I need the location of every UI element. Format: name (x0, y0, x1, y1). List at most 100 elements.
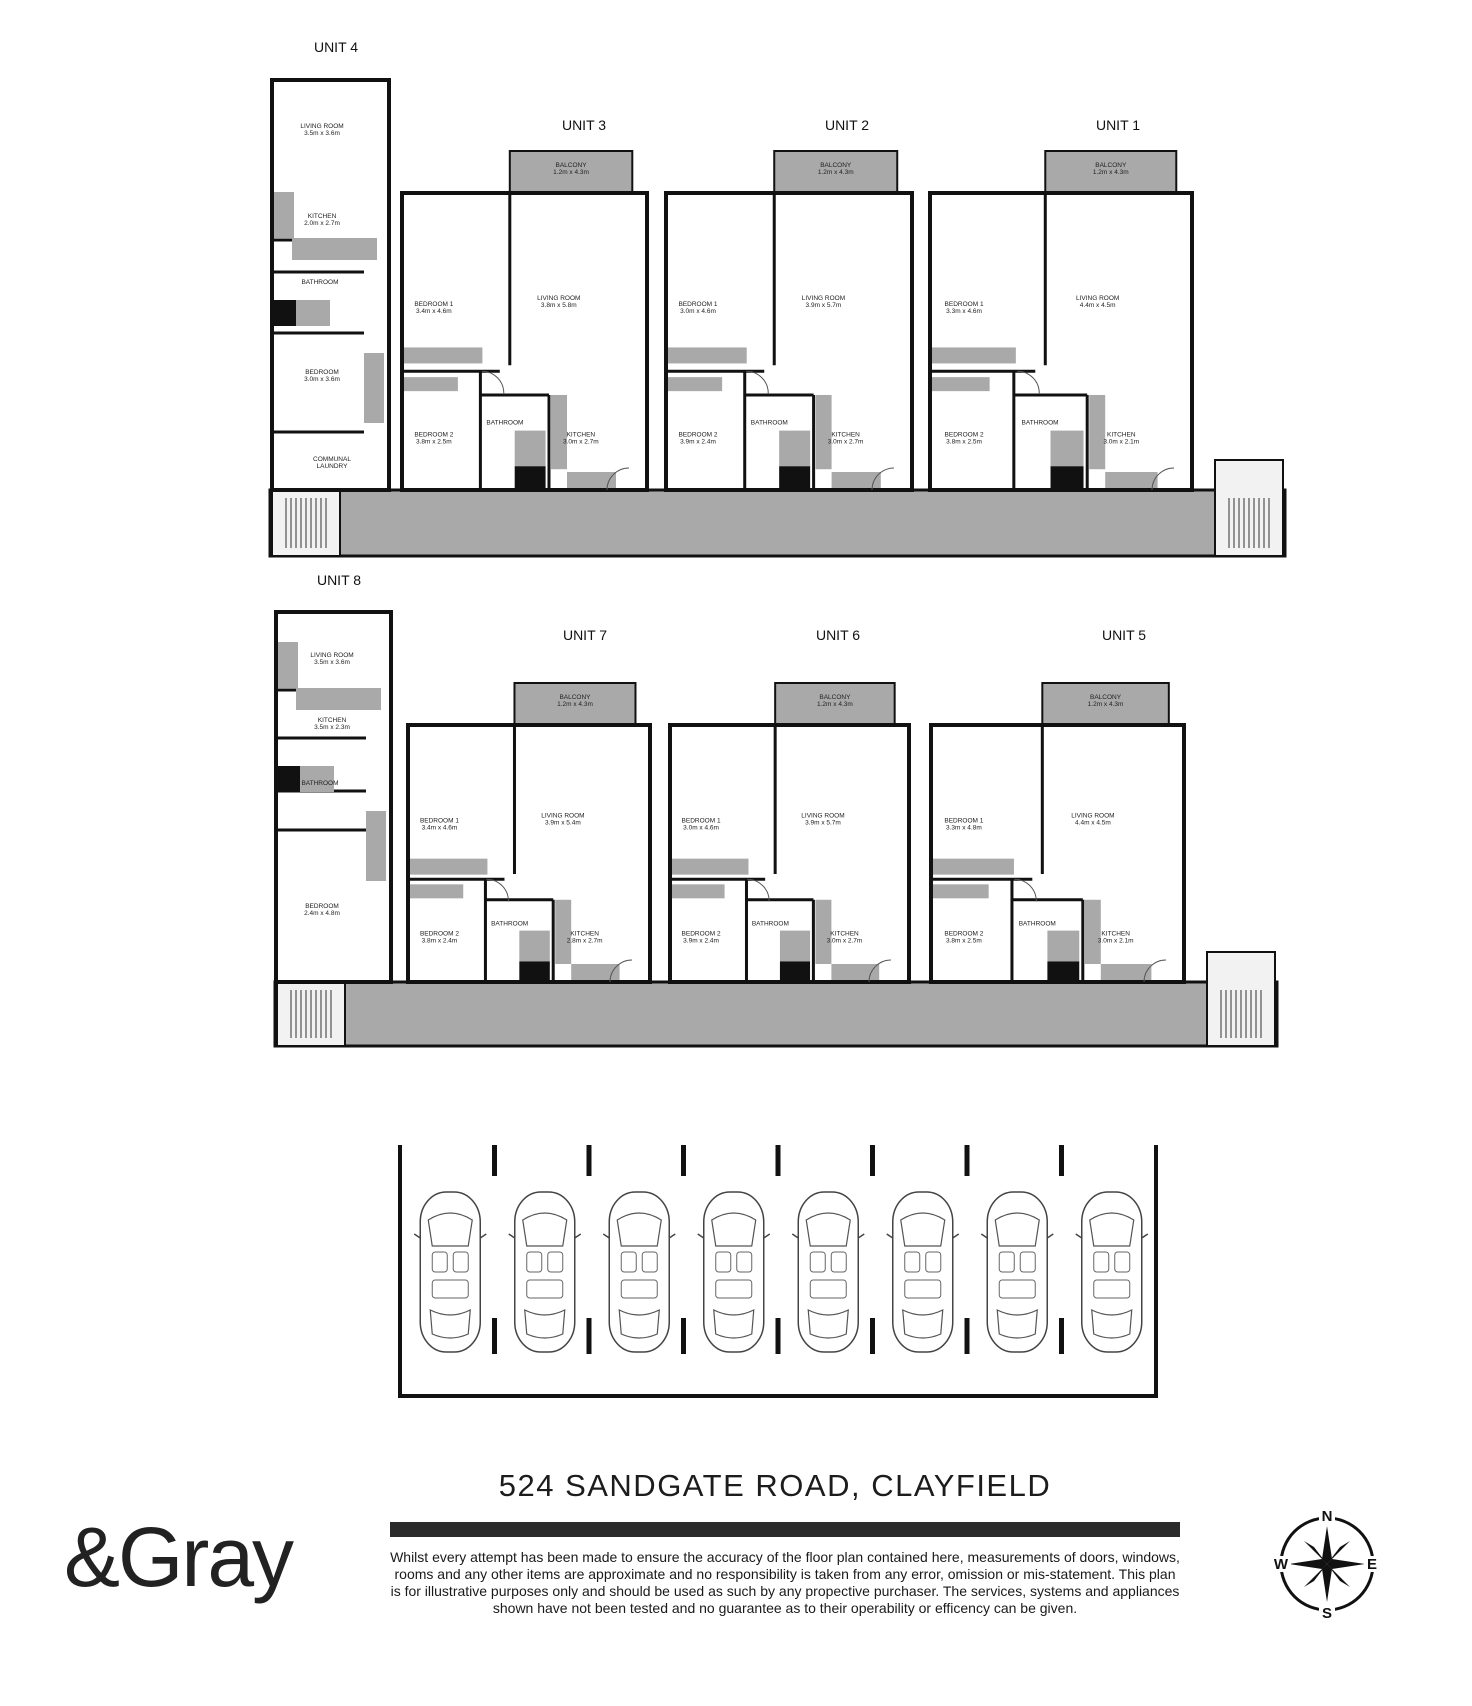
wardrobe (932, 347, 1016, 364)
walkway (273, 980, 1279, 1048)
room-size: 2.4m x 4.8m (304, 910, 340, 917)
car-body (986, 1191, 1048, 1353)
car-body (608, 1191, 670, 1353)
room-size: 3.0m x 2.1m (1098, 938, 1134, 945)
room-size: 3.9m x 2.4m (680, 439, 716, 446)
shower-black (514, 466, 546, 490)
room-label: BALCONY (820, 162, 852, 169)
car-body (797, 1191, 859, 1353)
unit-title: UNIT 8 (317, 572, 361, 588)
kitchen-bench (571, 964, 620, 980)
room-size: 3.0m x 2.1m (1103, 439, 1139, 446)
car-rear-window (902, 1308, 944, 1339)
car-mirror (1075, 1233, 1083, 1239)
car-icon (508, 1191, 582, 1353)
divider-bar (390, 1522, 1180, 1537)
room-size: 3.8m x 2.4m (422, 938, 458, 945)
wardrobe (366, 811, 386, 881)
room-size: 3.4m x 4.6m (416, 308, 452, 315)
kitchen-bench (1100, 964, 1152, 980)
car-seat (998, 1251, 1015, 1273)
car-rear-seat (620, 1279, 658, 1299)
property-address: 524 SANDGATE ROAD, CLAYFIELD (498, 1468, 1052, 1503)
room-size: 3.3m x 4.6m (946, 308, 982, 315)
car-mirror (763, 1233, 771, 1239)
room-label: KITCHEN (567, 432, 596, 439)
car-seat (547, 1251, 564, 1273)
door-swing (868, 959, 892, 983)
room-label: KITCHEN (570, 931, 599, 938)
compass-north: N (1322, 1508, 1333, 1525)
room-label: BALCONY (819, 694, 851, 701)
room-label: LIVING ROOM (1071, 813, 1114, 820)
door-swing (1014, 878, 1037, 902)
wardrobe (932, 377, 990, 392)
car-mirror (952, 1233, 960, 1239)
wardrobe (668, 377, 723, 392)
car-rear-window (524, 1308, 566, 1339)
room-size: 3.3m x 4.8m (946, 825, 982, 832)
kitchen-bench (296, 688, 381, 710)
shower-tray (296, 300, 330, 326)
unit-title: UNIT 2 (825, 117, 869, 133)
room-label: BEDROOM 2 (944, 931, 983, 938)
room-label: BATHROOM (301, 780, 338, 787)
room-label: LIVING ROOM (541, 813, 584, 820)
room-label: BEDROOM 1 (678, 301, 717, 308)
unit-title: UNIT 7 (563, 627, 607, 643)
car-seat (904, 1251, 921, 1273)
car-rear-seat (998, 1279, 1036, 1299)
car-windscreen (805, 1212, 851, 1247)
car-icon (697, 1191, 771, 1353)
room-label: BEDROOM (305, 369, 339, 376)
door-swing (481, 370, 505, 394)
room-size: 1.2m x 4.3m (1093, 169, 1129, 176)
room-size: 3.8m x 2.5m (946, 938, 982, 945)
room-label: KITCHEN (830, 931, 859, 938)
walkway (268, 488, 1287, 558)
car-windscreen (900, 1212, 946, 1247)
kitchen-bench (1105, 472, 1158, 488)
car-icon (413, 1191, 487, 1353)
wardrobe (668, 347, 747, 364)
room-label: BALCONY (559, 694, 591, 701)
room-size: 1.2m x 4.3m (817, 701, 853, 708)
room-size: 2.8m x 2.7m (567, 938, 603, 945)
balcony (508, 150, 634, 194)
wardrobe (404, 347, 483, 364)
door-swing (1151, 467, 1175, 491)
car-body (892, 1191, 954, 1353)
room-size: 3.9m x 5.7m (806, 302, 842, 309)
kitchen-counter (555, 899, 572, 965)
car-body (419, 1191, 481, 1353)
unit-outline (270, 78, 391, 492)
compass-south: S (1322, 1605, 1332, 1621)
door-swing (1017, 370, 1040, 394)
car-rear-window (1091, 1308, 1133, 1339)
shower-tray (519, 930, 550, 962)
car-mirror (479, 1233, 487, 1239)
shower-tray (779, 430, 811, 467)
balcony (774, 682, 896, 726)
room-size: 3.0m x 2.7m (828, 439, 864, 446)
shower-tray (300, 766, 334, 792)
room-size: 3.0m x 3.6m (304, 376, 340, 383)
balcony (773, 150, 899, 194)
kitchen-counter (274, 192, 294, 238)
car-seat (715, 1251, 732, 1273)
shower-black (779, 961, 811, 982)
compass-icon: N E S W (1273, 1508, 1380, 1621)
room-label: KITCHEN (308, 213, 337, 220)
car-seat (809, 1251, 826, 1273)
room-label: LIVING ROOM (1076, 295, 1119, 302)
shower-black (519, 961, 550, 982)
car-mirror (697, 1233, 705, 1239)
room-label: KITCHEN (318, 717, 347, 724)
room-label: BEDROOM 1 (682, 818, 721, 825)
